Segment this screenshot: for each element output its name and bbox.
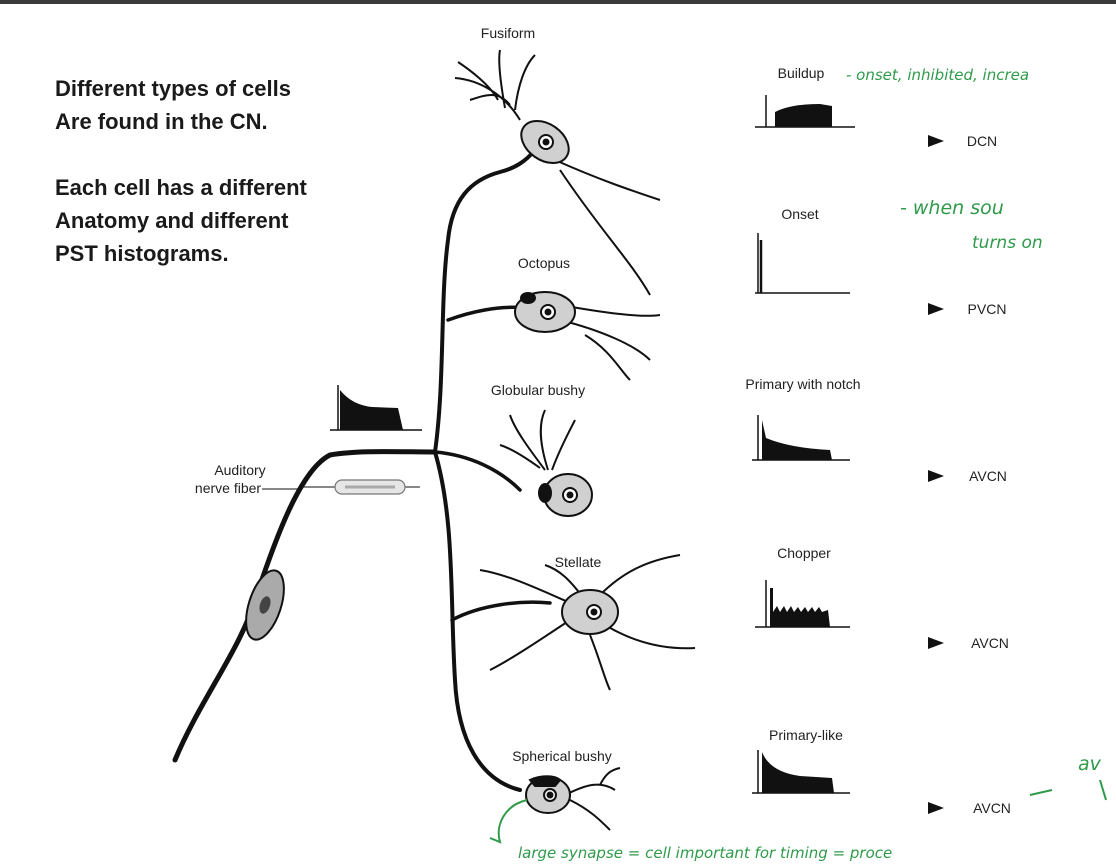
response-onset: Onset: [781, 206, 818, 222]
auditory-nerve-histogram: [330, 385, 422, 431]
branch-globular: [433, 450, 522, 492]
histogram-primary-like: [752, 750, 850, 794]
note-buildup: - onset, inhibited, increa: [846, 66, 1029, 84]
response-buildup: Buildup: [778, 65, 825, 81]
cell-name-octopus: Octopus: [518, 255, 570, 271]
branch-stellate: [450, 600, 552, 622]
slide-line-4: Each cell has a different: [55, 175, 307, 200]
cell-name-stellate: Stellate: [555, 554, 602, 570]
histogram-buildup: [755, 95, 855, 128]
spherical-bushy-cell: [525, 767, 621, 831]
note-onset-2: turns on: [972, 233, 1043, 253]
arrow-avcn-1: [615, 470, 944, 482]
nerve-trunk: [172, 449, 438, 763]
cell-name-globular-bushy: Globular bushy: [491, 382, 585, 398]
branch-octopus: [446, 305, 527, 322]
response-primary-with-notch: Primary with notch: [745, 376, 860, 392]
slide-line-1: Different types of cells: [55, 76, 291, 101]
note-onset-1: - when sou: [900, 197, 1004, 219]
note-right: av: [1078, 753, 1102, 775]
arrow-dcn: [575, 135, 944, 147]
slide-line-2: Are found in the CN.: [55, 109, 268, 134]
octopus-cell: [514, 291, 661, 381]
nucleus-avcn-1: AVCN: [969, 468, 1007, 484]
nerve-fiber-tree: [172, 148, 552, 792]
cell-name-spherical-bushy: Spherical bushy: [512, 748, 612, 764]
slide-line-6: PST histograms.: [55, 241, 229, 266]
branch-lower: [433, 450, 522, 792]
input-label-line1: Auditory: [214, 462, 265, 478]
arrow-avcn-3: [620, 802, 944, 814]
input-label-line2: nerve fiber: [195, 480, 261, 496]
window-top-bar: [0, 0, 1116, 4]
note-right-strokes: [1029, 779, 1107, 801]
stellate-cell: [479, 554, 696, 691]
recording-electrode: [302, 479, 420, 495]
slide-text-block: Different types of cells Are found in th…: [55, 72, 415, 270]
nucleus-avcn-3: AVCN: [973, 800, 1011, 816]
nucleus-avcn-2: AVCN: [971, 635, 1009, 651]
slide-line-5: Anatomy and different: [55, 208, 289, 233]
nucleus-dcn: DCN: [967, 133, 997, 149]
histogram-chopper: [755, 580, 850, 628]
cell-name-fusiform: Fusiform: [481, 25, 535, 41]
fusiform-cell: [454, 49, 661, 296]
histogram-onset: [755, 233, 850, 294]
arrow-pvcn: [690, 303, 944, 315]
note-synapse-pointer: [489, 799, 528, 844]
note-bottom: large synapse = cell important for timin…: [518, 844, 892, 862]
histogram-primary-with-notch: [752, 415, 850, 461]
handwritten-annotations: - onset, inhibited, increa - when sou tu…: [489, 66, 1107, 862]
response-chopper: Chopper: [777, 545, 831, 561]
ganglion-cell: [245, 569, 285, 641]
nucleus-pvcn: PVCN: [968, 301, 1007, 317]
branch-upper: [433, 148, 537, 454]
arrow-avcn-2: [720, 637, 944, 649]
response-primary-like: Primary-like: [769, 727, 843, 743]
globular-bushy-cell: [499, 409, 593, 517]
